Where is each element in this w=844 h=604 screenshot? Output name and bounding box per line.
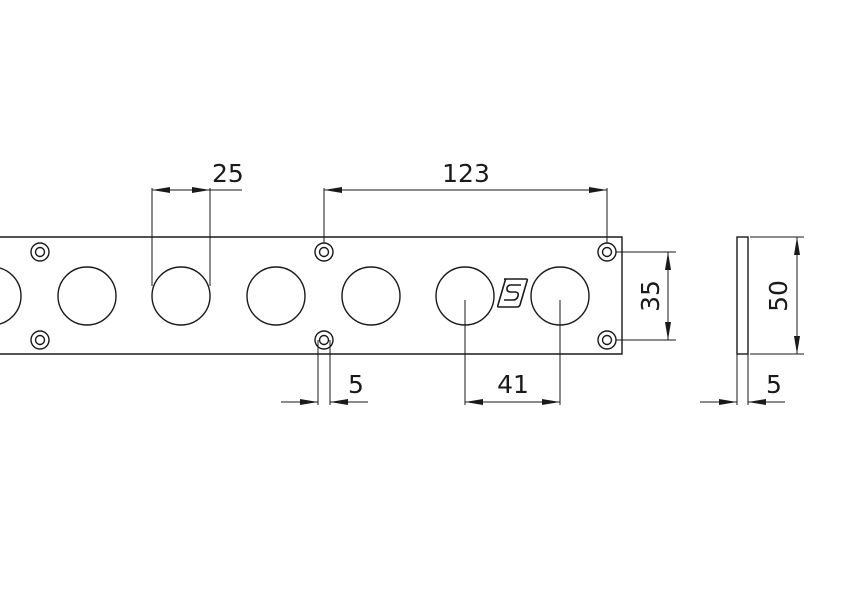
dimension-plate-height-label: 50: [764, 280, 793, 312]
dimension-plate-thickness: 5: [700, 354, 785, 405]
large-hole-3: [151, 266, 211, 326]
dimension-screw-offset-label: 5: [348, 370, 364, 399]
dimension-mount-spacing-label: 123: [442, 159, 490, 188]
large-hole-2: [57, 266, 117, 326]
dimension-hole-vertical-spacing-label: 35: [636, 280, 665, 312]
plate-outline: [0, 236, 623, 355]
screw-hole-5: [597, 242, 617, 262]
dimension-hole-pitch: 41: [464, 300, 561, 405]
dimension-screw-offset: 5: [281, 340, 368, 405]
dimension-hole-diameter: 25: [151, 159, 244, 286]
dimension-hole-vertical-spacing: 35: [616, 251, 676, 341]
screw-hole-3: [314, 242, 334, 262]
screw-hole-4: [314, 330, 334, 350]
screw-hole-1: [30, 242, 50, 262]
large-hole-5: [341, 266, 401, 326]
screw-hole-6: [597, 330, 617, 350]
dimension-plate-height: 50: [750, 236, 804, 355]
dimension-hole-diameter-label: 25: [212, 159, 244, 188]
dimension-plate-thickness-label: 5: [766, 370, 782, 399]
side-view-plate: [736, 236, 749, 355]
front-view: [0, 236, 623, 355]
dimension-mount-spacing: 123: [323, 159, 608, 243]
brand-logo-icon: [496, 278, 529, 308]
large-hole-4: [246, 266, 306, 326]
screw-hole-2: [30, 330, 50, 350]
large-hole-1: [0, 267, 22, 325]
dimension-hole-pitch-label: 41: [497, 370, 529, 399]
